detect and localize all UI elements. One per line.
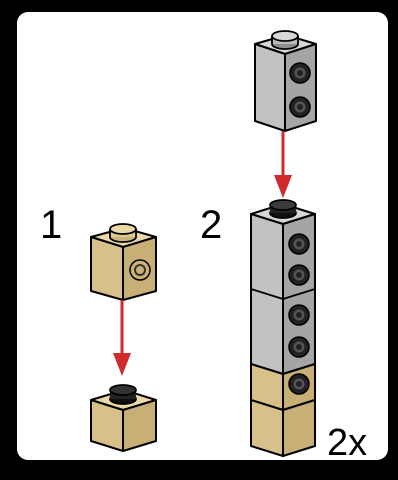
step2-brick-stack [250, 199, 316, 457]
step2-arrow-down-icon [274, 131, 292, 198]
instruction-panel [17, 12, 388, 460]
step1-tan-base-brick [90, 384, 157, 452]
quantity-multiplier: 2x [327, 422, 368, 464]
step2-gray-brick-top [254, 30, 317, 132]
step-number-2: 2 [200, 203, 223, 247]
step1-tan-brick-with-side-stud [90, 223, 157, 301]
step-number-1: 1 [40, 203, 63, 247]
step1-arrow-down-icon [113, 300, 131, 376]
